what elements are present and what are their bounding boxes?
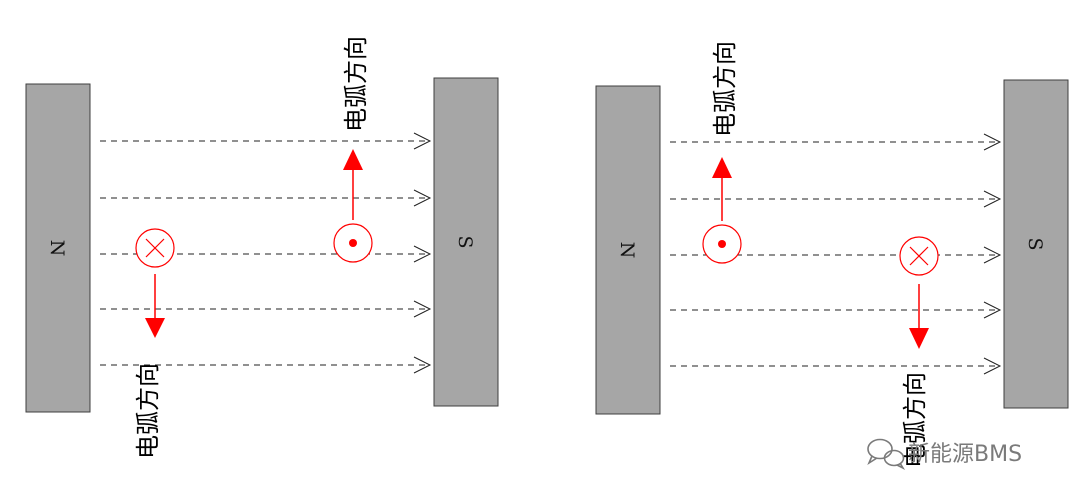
left-panel: N S bbox=[25, 36, 499, 459]
north-label: N bbox=[46, 240, 68, 257]
circle-dot-icon bbox=[333, 223, 373, 263]
field-line bbox=[100, 189, 432, 207]
arc-arrow-down bbox=[909, 284, 929, 349]
field-line bbox=[670, 301, 1002, 319]
arc-arrow-up bbox=[712, 157, 732, 221]
circle-dot-icon bbox=[702, 224, 742, 264]
watermark-text: 新能源BMS bbox=[908, 442, 1022, 467]
wechat-icon bbox=[867, 438, 906, 470]
right-panel: N S bbox=[595, 41, 1069, 468]
watermark: 新能源BMS bbox=[867, 438, 1022, 470]
field-line bbox=[670, 133, 1002, 151]
circle-cross-icon bbox=[899, 236, 939, 276]
north-label: N bbox=[616, 242, 638, 259]
field-lines bbox=[670, 133, 1002, 375]
field-line bbox=[100, 300, 432, 318]
south-label: S bbox=[1024, 237, 1046, 250]
arc-arrow-down bbox=[145, 274, 165, 338]
arc-direction-label-lower: 电弧方向 bbox=[134, 363, 162, 459]
arc-direction-label-lower: 电弧方向 bbox=[901, 372, 929, 468]
south-magnet bbox=[1003, 79, 1069, 409]
field-line bbox=[670, 190, 1002, 208]
arc-direction-label-upper: 电弧方向 bbox=[711, 41, 739, 137]
circle-cross-icon bbox=[135, 228, 175, 268]
arc-direction-label-upper: 电弧方向 bbox=[342, 36, 370, 132]
field-line bbox=[670, 357, 1002, 375]
north-magnet bbox=[595, 85, 661, 415]
north-magnet bbox=[25, 83, 91, 413]
field-line bbox=[100, 356, 432, 374]
arc-arrow-up bbox=[343, 149, 363, 220]
field-line bbox=[100, 132, 432, 150]
south-magnet bbox=[433, 77, 499, 407]
south-label: S bbox=[454, 235, 476, 248]
